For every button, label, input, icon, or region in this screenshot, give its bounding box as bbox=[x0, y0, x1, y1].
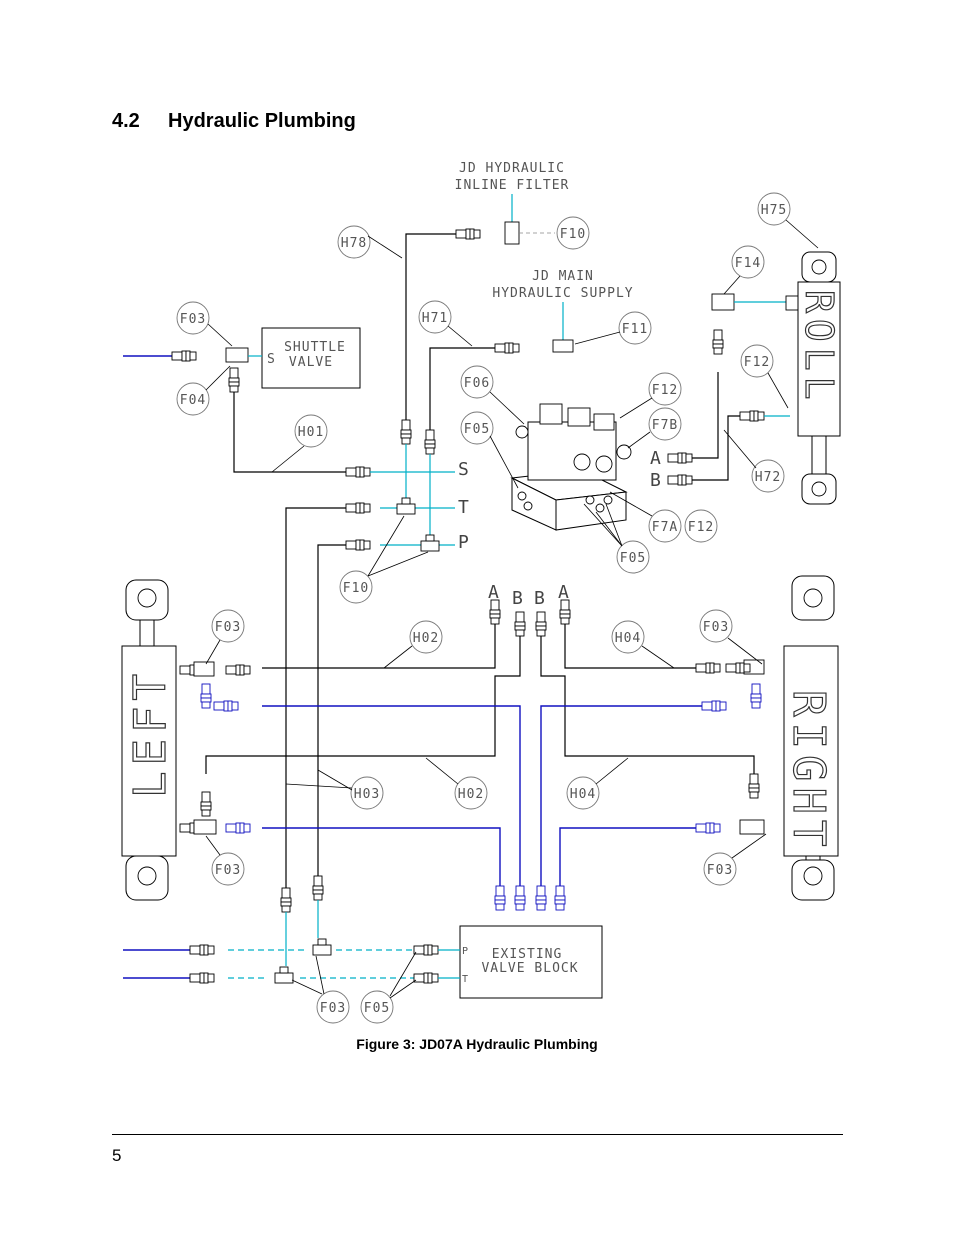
callout-f03-right-bot: F03 bbox=[707, 863, 733, 878]
callout-h01: H01 bbox=[298, 425, 324, 440]
valve-block-line2: VALVE BLOCK bbox=[481, 961, 578, 976]
shuttle-valve-line2: VALVE bbox=[289, 355, 333, 370]
inline-filter bbox=[455, 221, 520, 245]
shuttle-valve: SHUTTLE VALVE S bbox=[261, 327, 361, 389]
callout-f12-low: F12 bbox=[688, 520, 714, 535]
column-port-4: A bbox=[558, 582, 569, 603]
callout-f03-left-bot: F03 bbox=[215, 863, 241, 878]
callout-f03-bottom: F03 bbox=[320, 1001, 346, 1016]
column-port-2: B bbox=[512, 588, 523, 609]
right-cylinder: RIGHT bbox=[782, 575, 839, 901]
page-number: 5 bbox=[112, 1146, 122, 1165]
callout-f05-mid: F05 bbox=[464, 422, 490, 437]
main-valve-assembly bbox=[510, 403, 632, 531]
callout-f03-top: F03 bbox=[180, 312, 206, 327]
callout-f05-low: F05 bbox=[620, 551, 646, 566]
section-heading: 4.2 Hydraulic Plumbing bbox=[112, 110, 356, 133]
footer-rule bbox=[112, 1134, 843, 1135]
callout-h71: H71 bbox=[422, 311, 448, 326]
callout-f10-top: F10 bbox=[560, 227, 586, 242]
shuttle-valve-port: S bbox=[267, 352, 276, 367]
callout-f03-left-top: F03 bbox=[215, 620, 241, 635]
left-cylinder-label: LEFT bbox=[125, 668, 176, 798]
roll-port-b: B bbox=[650, 470, 661, 491]
callout-h02-bot: H02 bbox=[458, 787, 484, 802]
supply-tee bbox=[494, 339, 574, 354]
supply-note-line2: HYDRAULIC SUPPLY bbox=[492, 286, 633, 301]
shuttle-valve-line1: SHUTTLE bbox=[284, 340, 346, 355]
callout-h78: H78 bbox=[341, 236, 367, 251]
filter-note-line1: JD HYDRAULIC bbox=[459, 161, 565, 176]
valve-block-line1: EXISTING bbox=[492, 947, 563, 962]
callout-f7b: F7B bbox=[652, 418, 678, 433]
manifold-tee-p bbox=[420, 534, 440, 552]
port-p: P bbox=[458, 532, 469, 553]
existing-valve-block: EXISTING VALVE BLOCK P T bbox=[459, 925, 603, 999]
supply-note-line1: JD MAIN bbox=[532, 269, 594, 284]
callout-h02-top: H02 bbox=[413, 631, 439, 646]
callout-f05-bottom: F05 bbox=[364, 1001, 390, 1016]
callout-h03: H03 bbox=[354, 787, 380, 802]
section-title: Hydraulic Plumbing bbox=[168, 110, 356, 132]
callout-h04-top: H04 bbox=[615, 631, 641, 646]
valve-block-port-t: T bbox=[462, 974, 469, 985]
callouts: H78 F10 H75 F14 F03 H71 F11 F12 F04 F06 … bbox=[176, 192, 819, 1024]
right-cylinder-label: RIGHT bbox=[783, 690, 834, 852]
callout-f03-right-top: F03 bbox=[703, 620, 729, 635]
callout-f12-roll: F12 bbox=[744, 355, 770, 370]
column-port-3: B bbox=[534, 588, 545, 609]
roll-cylinder-label: ROLL bbox=[797, 290, 841, 406]
bottom-tee-p bbox=[312, 938, 332, 956]
section-number: 4.2 bbox=[112, 110, 140, 132]
roll-cylinder: ROLL bbox=[796, 251, 842, 505]
callout-f11: F11 bbox=[622, 322, 648, 337]
callout-h04-bot: H04 bbox=[570, 787, 596, 802]
bottom-tee-t bbox=[274, 966, 294, 984]
callout-h72: H72 bbox=[755, 470, 781, 485]
callout-f14: F14 bbox=[735, 256, 761, 271]
callout-f10-low: F10 bbox=[343, 581, 369, 596]
figure-caption: Figure 3: JD07A Hydraulic Plumbing bbox=[356, 1036, 598, 1052]
port-s: S bbox=[458, 459, 469, 480]
callout-f06: F06 bbox=[464, 376, 490, 391]
filter-note-line2: INLINE FILTER bbox=[455, 178, 570, 193]
valve-block-port-p: P bbox=[462, 946, 469, 957]
callout-f12-mid: F12 bbox=[652, 383, 678, 398]
column-port-1: A bbox=[488, 582, 499, 603]
roll-port-a: A bbox=[650, 448, 661, 469]
callout-f7a: F7A bbox=[652, 520, 678, 535]
manifold-tee-t bbox=[396, 497, 416, 515]
port-t: T bbox=[458, 497, 469, 518]
callout-f04: F04 bbox=[180, 393, 206, 408]
left-cylinder: LEFT bbox=[121, 579, 177, 901]
callout-h75: H75 bbox=[761, 203, 787, 218]
